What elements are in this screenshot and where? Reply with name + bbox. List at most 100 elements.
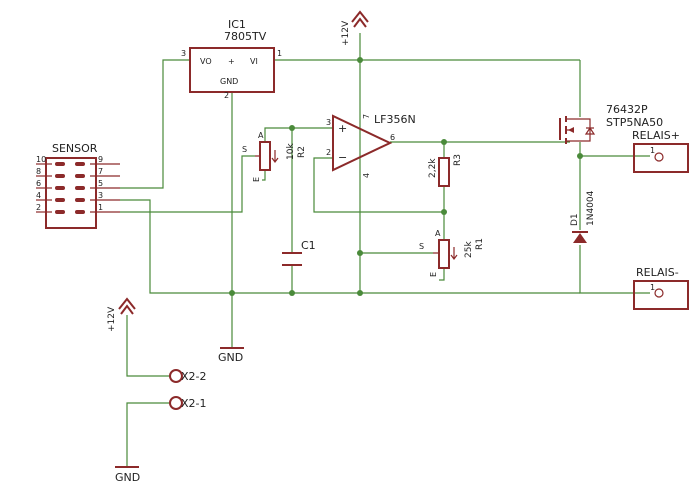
r1-name: R1 [475,238,485,250]
relais-minus-label: RELAIS- [636,266,679,279]
ic1-value: 7805TV [224,30,267,43]
junction-dot [441,209,447,215]
sensor-pin-body-left [55,210,65,214]
resistor-r3: 2,2k R3 [428,154,463,187]
junction-dot [357,250,363,256]
relais-plus-body [633,143,689,173]
junction-dot [357,57,363,63]
mosfet-part: 76432P [606,103,648,116]
ic1-pin-vi: VI [250,57,258,66]
relais-plus-label: RELAIS+ [632,129,680,142]
c1-name: C1 [301,239,316,252]
gnd1-label: GND [218,351,243,364]
opamp-pin7: 7 [362,114,371,119]
d1-triangle-icon [573,233,587,243]
opamp-minus-sign: − [338,151,347,164]
r1-pin-s: S [419,242,424,251]
sensor-pin-number: 2 [36,203,41,212]
terminal-x2-2: X2-2 [169,369,207,383]
r1-body [438,239,450,269]
wire-ic1-vo [120,59,190,189]
junction-dot [229,290,235,296]
r2-value: 10k [286,143,296,160]
r3-name: R3 [453,154,463,166]
supply-arrow-icon [118,297,136,315]
sensor-pin-body-right [75,210,85,214]
junction-dots [229,57,583,296]
ground-1: GND [218,347,244,364]
diode-d1: D1 1N4004 [570,190,596,243]
ic1-pin2-num: 2 [224,91,229,100]
wire-r2-a [264,127,292,142]
relais-minus-pin: 1 [650,283,655,292]
capacitor-c1: C1 [282,239,316,266]
r3-body [438,157,450,187]
ground-2: GND [115,466,140,484]
r2-pin-a: A [258,131,264,140]
junction-dot [441,139,447,145]
ic1-regulator: IC1 7805TV VO + VI GND 3 1 2 [181,18,282,100]
sensor-name: SENSOR [52,142,98,155]
supply-arrow-icon [351,10,369,28]
ic1-pin-plus: + [228,57,235,66]
sensor-pin-number: 3 [98,191,103,200]
gnd2-label: GND [115,471,140,484]
ic1-pin-vo: VO [200,57,212,66]
sensor-pin-number: 9 [98,155,103,164]
connector-relais-plus: RELAIS+ 1 [632,129,689,173]
opamp-pin4: 4 [362,173,371,178]
sensor-pin-number: 8 [36,167,41,176]
terminal-x2-1: X2-1 [169,396,207,410]
sensor-pin-body-right [75,174,85,178]
r1-pin-e: E [429,272,438,277]
x2-1-label: X2-1 [181,397,207,410]
supply-12v-left: +12V [107,297,136,332]
sensor-pin-body-left [55,198,65,202]
r2-wiper-arrow-icon [255,150,279,163]
junction-dot [577,153,583,159]
d1-value: 1N4004 [586,190,596,226]
supply-12v-left-label: +12V [107,306,117,332]
r2-body [259,141,271,171]
r2-potentiometer: A S E 10k R2 [242,131,307,182]
r1-value: 25k [464,241,474,258]
d1-name: D1 [570,213,580,226]
ic1-name: IC1 [228,18,246,31]
ic1-body [189,47,275,93]
mosfet-arrow-icon [568,127,574,133]
sensor-pin-number: 7 [98,167,103,176]
wire-diode-bottom [579,245,650,294]
junction-dot [289,125,295,131]
relais-plus-pin: 1 [650,146,655,155]
sensor-pin-number: 5 [98,179,103,188]
opamp-body [332,114,393,172]
wire-x2-2 [126,315,170,377]
sensor-pin-number: 6 [36,179,41,188]
mosfet-body-diode-icon [584,122,596,140]
relais-plus-terminal-icon [654,152,664,162]
junction-dot [289,290,295,296]
x2-2-terminal-icon [169,369,183,383]
sensor-pin-number: 4 [36,191,41,200]
opamp-plus-sign: + [338,122,347,135]
sensor-pin-body-right [75,198,85,202]
mosfet-stp5na50: 76432P STP5NA50 [559,103,663,144]
opamp-lf356n: LF356N + − 3 2 6 7 4 [326,113,416,178]
ic1-pin-gnd: GND [220,77,238,86]
sensor-pin-body-left [55,162,65,166]
sensor-pin-body-right [75,162,85,166]
connector-relais-minus: RELAIS- 1 [633,266,689,310]
sensor-pin-body-right [75,186,85,190]
wire-opamp-minus [313,157,444,213]
sensor-pin-number: 10 [36,155,46,164]
sensor-pin-body-left [55,186,65,190]
opamp-name: LF356N [374,113,416,126]
junction-dot [357,290,363,296]
r1-wiper-arrow-icon [433,247,458,260]
ic1-pin1-num: 1 [277,49,282,58]
x2-2-label: X2-2 [181,370,207,383]
opamp-pin2: 2 [326,148,331,157]
r1-potentiometer: A S E 25k R1 [419,229,485,277]
